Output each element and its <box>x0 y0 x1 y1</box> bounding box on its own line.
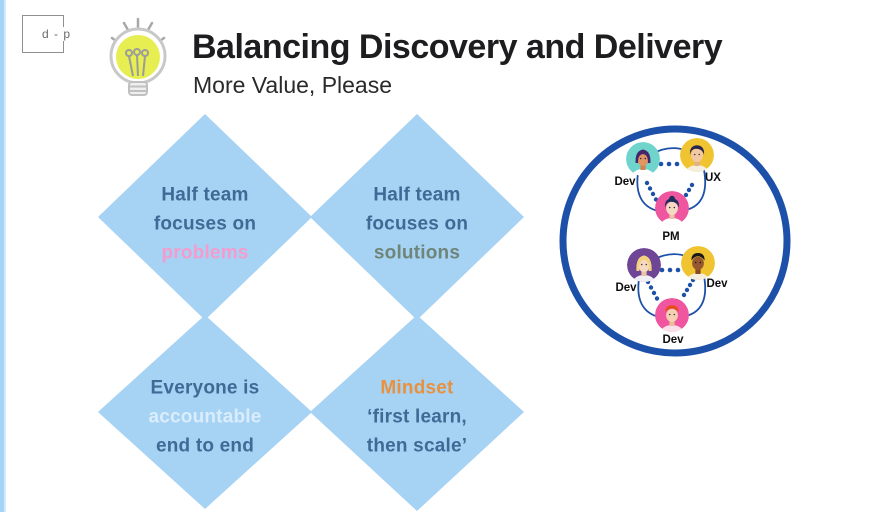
diamond-line: focuses on <box>153 213 257 235</box>
diamond-line: problems <box>161 242 249 264</box>
avatar-dev-pink <box>655 298 689 332</box>
role-label-dev-3: Dev <box>706 278 728 290</box>
diamond-line: end to end <box>155 435 255 457</box>
diamond-line: solutions <box>373 242 461 264</box>
avatar-pm-pink <box>655 191 689 225</box>
diamond-line: Everyone is <box>150 377 260 399</box>
diamond-line: accountable <box>148 406 262 428</box>
diamond-line: ‘first learn, <box>367 406 467 428</box>
avatar-dev-purple <box>627 248 661 282</box>
role-label-dev-1: Dev <box>614 176 636 188</box>
role-label-dev-4: Dev <box>662 334 684 346</box>
page-title: Balancing Discovery and Delivery <box>192 28 723 66</box>
avatar-ux-yellow <box>680 138 714 172</box>
diamond-line: Half team <box>161 184 249 206</box>
diamond-text-mindset: Mindset ‘first learn, then scale’ <box>367 374 467 461</box>
avatar-dev-teal <box>626 142 660 176</box>
logo: d - p <box>22 15 73 53</box>
role-label-dev-2: Dev <box>615 282 637 294</box>
diamond-line: Mindset <box>380 377 454 399</box>
diamond-line: focuses on <box>365 213 469 235</box>
role-label-pm: PM <box>662 231 679 243</box>
diamond-text-accountable: Everyone is accountable end to end <box>148 374 261 461</box>
avatar-dev-yellow <box>681 246 715 280</box>
diamond-text-solutions: Half team focuses on solutions <box>366 181 468 268</box>
page-subtitle: More Value, Please <box>193 72 393 98</box>
role-label-ux: UX <box>705 172 721 184</box>
left-accent-stripe <box>0 0 6 512</box>
diamond-line: then scale’ <box>366 435 468 457</box>
triad-dots-bottom <box>645 267 696 301</box>
lightbulb-icon <box>109 17 167 96</box>
diamond-text-problems: Half team focuses on problems <box>154 181 256 268</box>
diamond-line: Half team <box>373 184 461 206</box>
team-circle-diagram: Dev UX PM Dev Dev Dev <box>559 125 791 357</box>
logo-text: d - p <box>39 27 73 41</box>
outer-circle <box>559 125 791 357</box>
